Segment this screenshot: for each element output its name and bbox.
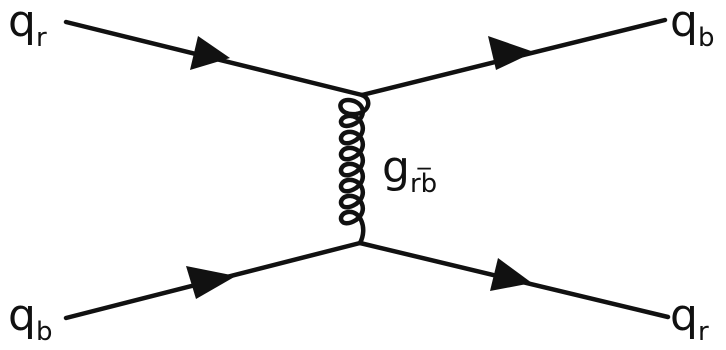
gluon-propagator — [338, 92, 371, 246]
label-bottom-right: qr — [670, 290, 709, 347]
arrow-top-outgoing — [488, 36, 534, 70]
arrow-bottom-outgoing — [490, 258, 532, 291]
arrow-top-incoming — [190, 36, 230, 70]
label-top-left: qr — [8, 0, 47, 53]
label-bottom-left: qb — [8, 290, 52, 347]
arrow-bottom-incoming — [186, 266, 236, 299]
label-top-right: qb — [670, 0, 714, 53]
label-gluon: grb̅ — [382, 142, 437, 199]
